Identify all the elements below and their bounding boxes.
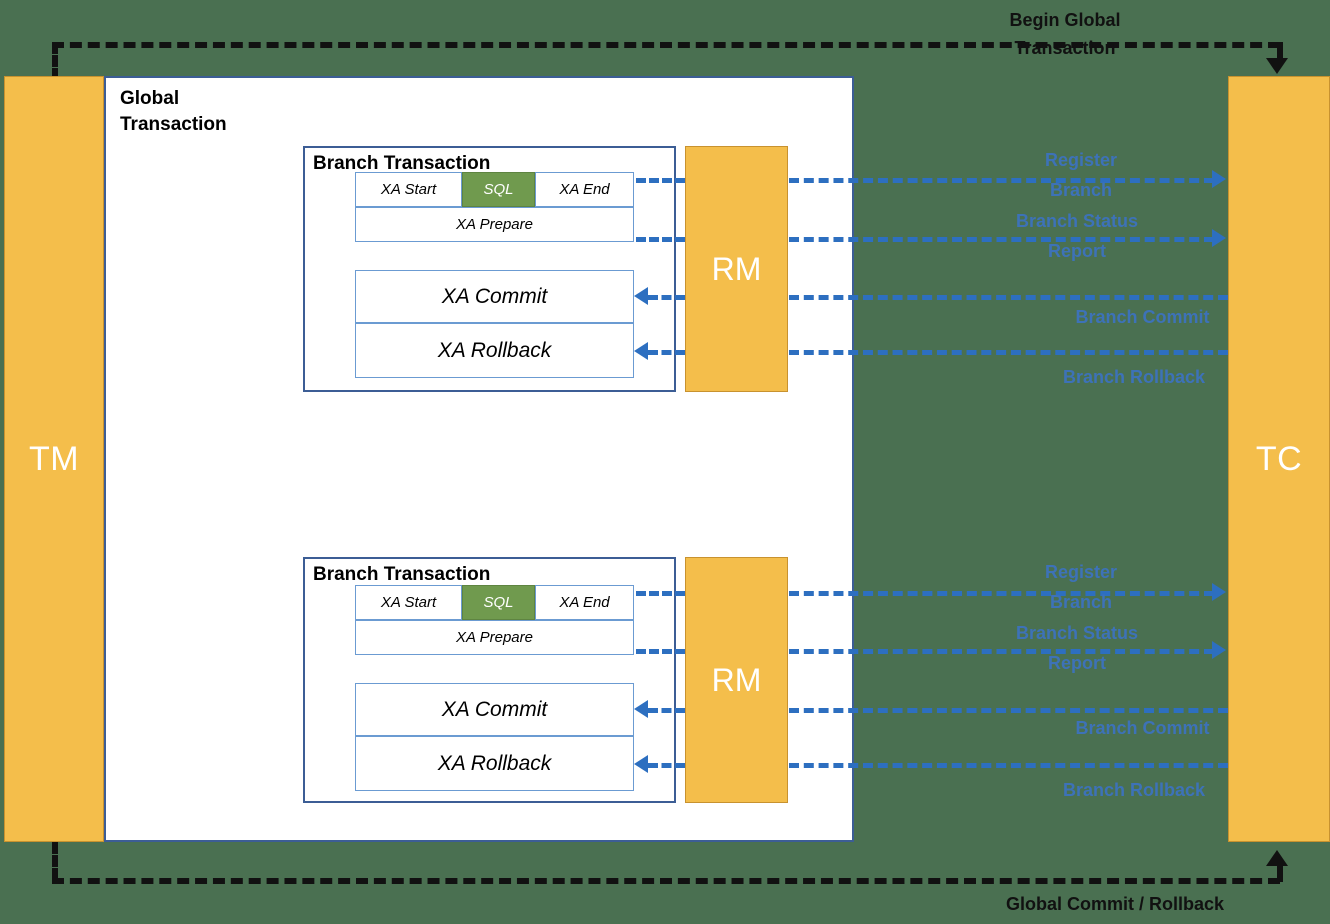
begin-flow-arrowhead-icon xyxy=(1266,58,1288,74)
branch1-xa-commit-cell[interactable]: XA Commit xyxy=(355,270,634,323)
branch2-sql-cell[interactable]: SQL xyxy=(462,585,535,620)
branch2-status-connector-outer xyxy=(789,649,1214,654)
branch1-op-row-start: XA Start SQL XA End xyxy=(355,172,634,207)
end-flow-left-segment xyxy=(52,842,58,880)
branch1-sql-cell[interactable]: SQL xyxy=(462,172,535,207)
branch1-register-branch-label: Register Branch xyxy=(1044,150,1118,200)
branch1-rollback-arrowhead-icon xyxy=(634,342,648,360)
branch1-xa-prepare-label: XA Prepare xyxy=(456,216,533,233)
branch1-xa-commit-label: XA Commit xyxy=(441,284,548,308)
branch2-xa-rollback-cell[interactable]: XA Rollback xyxy=(355,736,634,791)
branch1-xa-rollback-label: XA Rollback xyxy=(437,338,552,362)
branch2-xa-end-cell[interactable]: XA End xyxy=(535,585,634,620)
branch1-register-arrowhead-icon xyxy=(1212,170,1226,188)
branch2-sql-label: SQL xyxy=(483,594,514,611)
rm-bar-1[interactable]: RM xyxy=(685,146,788,392)
branch1-branch-rollback-label: Branch Rollback xyxy=(1062,367,1206,387)
branch1-rollback-connector-outer xyxy=(789,350,1228,355)
branch2-status-connector-inner xyxy=(636,649,685,654)
end-flow-arrowhead-icon xyxy=(1266,850,1288,866)
begin-flow-left-segment xyxy=(52,42,58,80)
branch2-rollback-connector-outer xyxy=(789,763,1228,768)
branch1-commit-arrowhead-icon xyxy=(634,287,648,305)
branch1-xa-prepare-cell[interactable]: XA Prepare xyxy=(355,207,634,242)
end-flow-right-segment xyxy=(1277,866,1283,882)
begin-flow-right-segment xyxy=(1277,42,1283,64)
branch2-commit-arrowhead-icon xyxy=(634,700,648,718)
branch2-branch-rollback-label: Branch Rollback xyxy=(1062,780,1206,800)
branch2-register-arrowhead-icon xyxy=(1212,583,1226,601)
branch2-xa-start-label: XA Start xyxy=(380,594,437,611)
branch1-rollback-connector-inner xyxy=(648,350,685,355)
branch1-xa-end-cell[interactable]: XA End xyxy=(535,172,634,207)
branch1-status-arrowhead-icon xyxy=(1212,229,1226,247)
branch2-register-connector-outer xyxy=(789,591,1214,596)
end-flow-horizontal-segment xyxy=(52,878,1280,884)
branch1-commit-connector-outer xyxy=(789,295,1228,300)
branch1-status-connector-inner xyxy=(636,237,685,242)
branch2-status-arrowhead-icon xyxy=(1212,641,1226,659)
branch2-commit-connector-inner xyxy=(648,708,685,713)
branch2-xa-commit-label: XA Commit xyxy=(441,697,548,721)
branch1-sql-label: SQL xyxy=(483,181,514,198)
branch1-branch-commit-label: Branch Commit xyxy=(1075,307,1210,327)
branch2-xa-prepare-label: XA Prepare xyxy=(456,629,533,646)
branch2-xa-end-label: XA End xyxy=(559,594,610,611)
branch1-xa-start-label: XA Start xyxy=(380,181,437,198)
branch2-branch-status-report-label: Branch Status Report xyxy=(1015,623,1139,673)
tc-bar[interactable]: TC xyxy=(1228,76,1330,842)
branch1-xa-end-label: XA End xyxy=(559,181,610,198)
branch1-commit-connector-inner xyxy=(648,295,685,300)
branch2-op-row-start: XA Start SQL XA End xyxy=(355,585,634,620)
rm-bar-2[interactable]: RM xyxy=(685,557,788,803)
global-transaction-title: Global Transaction xyxy=(120,88,227,135)
branch1-register-connector-inner xyxy=(636,178,685,183)
branch1-branch-status-report-label: Branch Status Report xyxy=(1015,211,1139,261)
global-commit-rollback-label: Global Commit / Rollback xyxy=(1005,894,1225,914)
tc-label: TC xyxy=(1255,439,1303,478)
branch-transaction-title-1: Branch Transaction xyxy=(313,153,491,174)
branch2-xa-start-cell[interactable]: XA Start xyxy=(355,585,462,620)
branch1-status-connector-outer xyxy=(789,237,1214,242)
rm-label-1: RM xyxy=(711,250,762,287)
branch1-register-connector-outer xyxy=(789,178,1214,183)
begin-flow-horizontal-segment xyxy=(52,42,1280,48)
branch-transaction-title-2: Branch Transaction xyxy=(313,564,491,585)
rm-label-2: RM xyxy=(711,661,762,698)
branch2-rollback-arrowhead-icon xyxy=(634,755,648,773)
tm-label: TM xyxy=(28,439,80,478)
branch2-xa-prepare-cell[interactable]: XA Prepare xyxy=(355,620,634,655)
begin-global-transaction-label: Begin Global Transaction xyxy=(1009,10,1121,58)
branch2-branch-commit-label: Branch Commit xyxy=(1075,718,1210,738)
branch2-commit-connector-outer xyxy=(789,708,1228,713)
branch2-xa-commit-cell[interactable]: XA Commit xyxy=(355,683,634,736)
branch1-xa-rollback-cell[interactable]: XA Rollback xyxy=(355,323,634,378)
branch2-rollback-connector-inner xyxy=(648,763,685,768)
branch1-xa-start-cell[interactable]: XA Start xyxy=(355,172,462,207)
branch2-register-branch-label: Register Branch xyxy=(1044,562,1118,612)
branch2-xa-rollback-label: XA Rollback xyxy=(437,751,552,775)
branch2-register-connector-inner xyxy=(636,591,685,596)
tm-bar[interactable]: TM xyxy=(4,76,104,842)
